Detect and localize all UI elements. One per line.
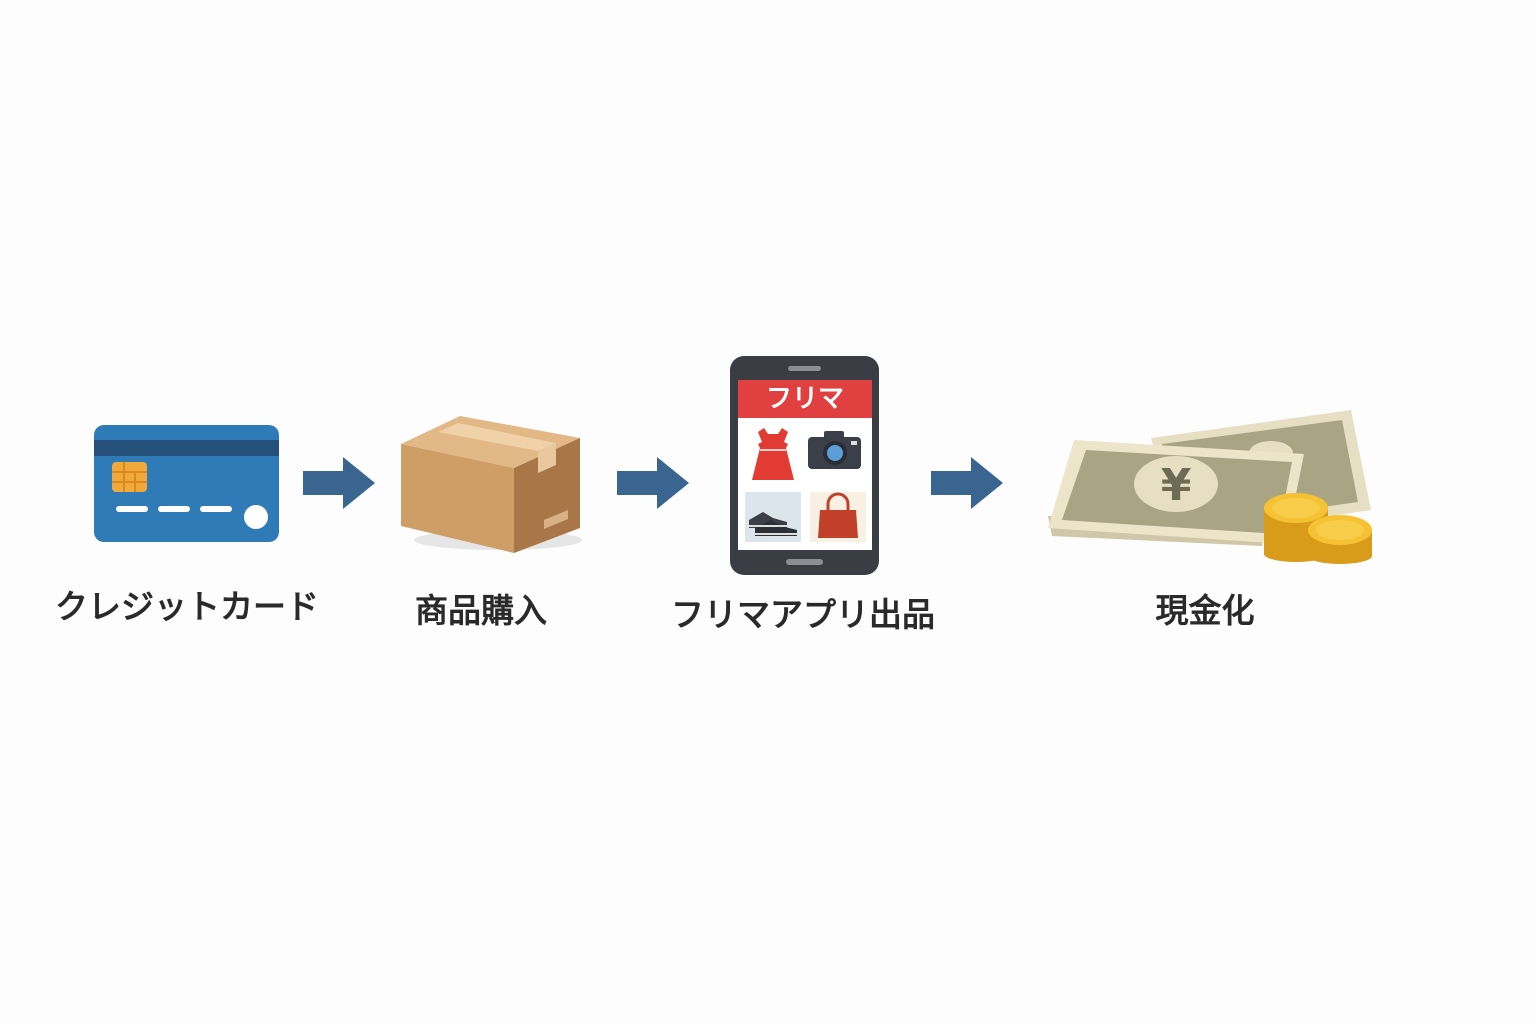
step-label-flea-market-listing: フリマアプリ出品 bbox=[671, 595, 935, 634]
banknotes-coins-icon: ¥ bbox=[1048, 410, 1372, 564]
yen-symbol: ¥ bbox=[1161, 460, 1192, 511]
step-label-purchase: 商品購入 bbox=[415, 591, 547, 630]
sneakers-icon bbox=[745, 492, 801, 542]
step-label-credit-card: クレジットカード bbox=[55, 587, 319, 626]
arrow-right-icon bbox=[303, 457, 375, 509]
coin-stack bbox=[1264, 493, 1372, 564]
arrow-right-icon bbox=[931, 457, 1003, 509]
app-header: フリマ bbox=[738, 380, 872, 418]
handbag-icon bbox=[810, 492, 866, 542]
cardboard-box-icon bbox=[401, 416, 582, 553]
dress-icon bbox=[752, 428, 794, 480]
arrow-right-icon bbox=[617, 457, 689, 509]
camera-icon bbox=[808, 431, 861, 469]
credit-card-icon bbox=[94, 425, 279, 542]
phone-home-button bbox=[786, 559, 823, 565]
step-label-cash-out: 現金化 bbox=[1155, 591, 1255, 630]
phone-speaker bbox=[788, 366, 821, 371]
smartphone-flea-market-app-icon: フリマ bbox=[730, 356, 879, 575]
phone-screen: フリマ bbox=[738, 380, 872, 550]
